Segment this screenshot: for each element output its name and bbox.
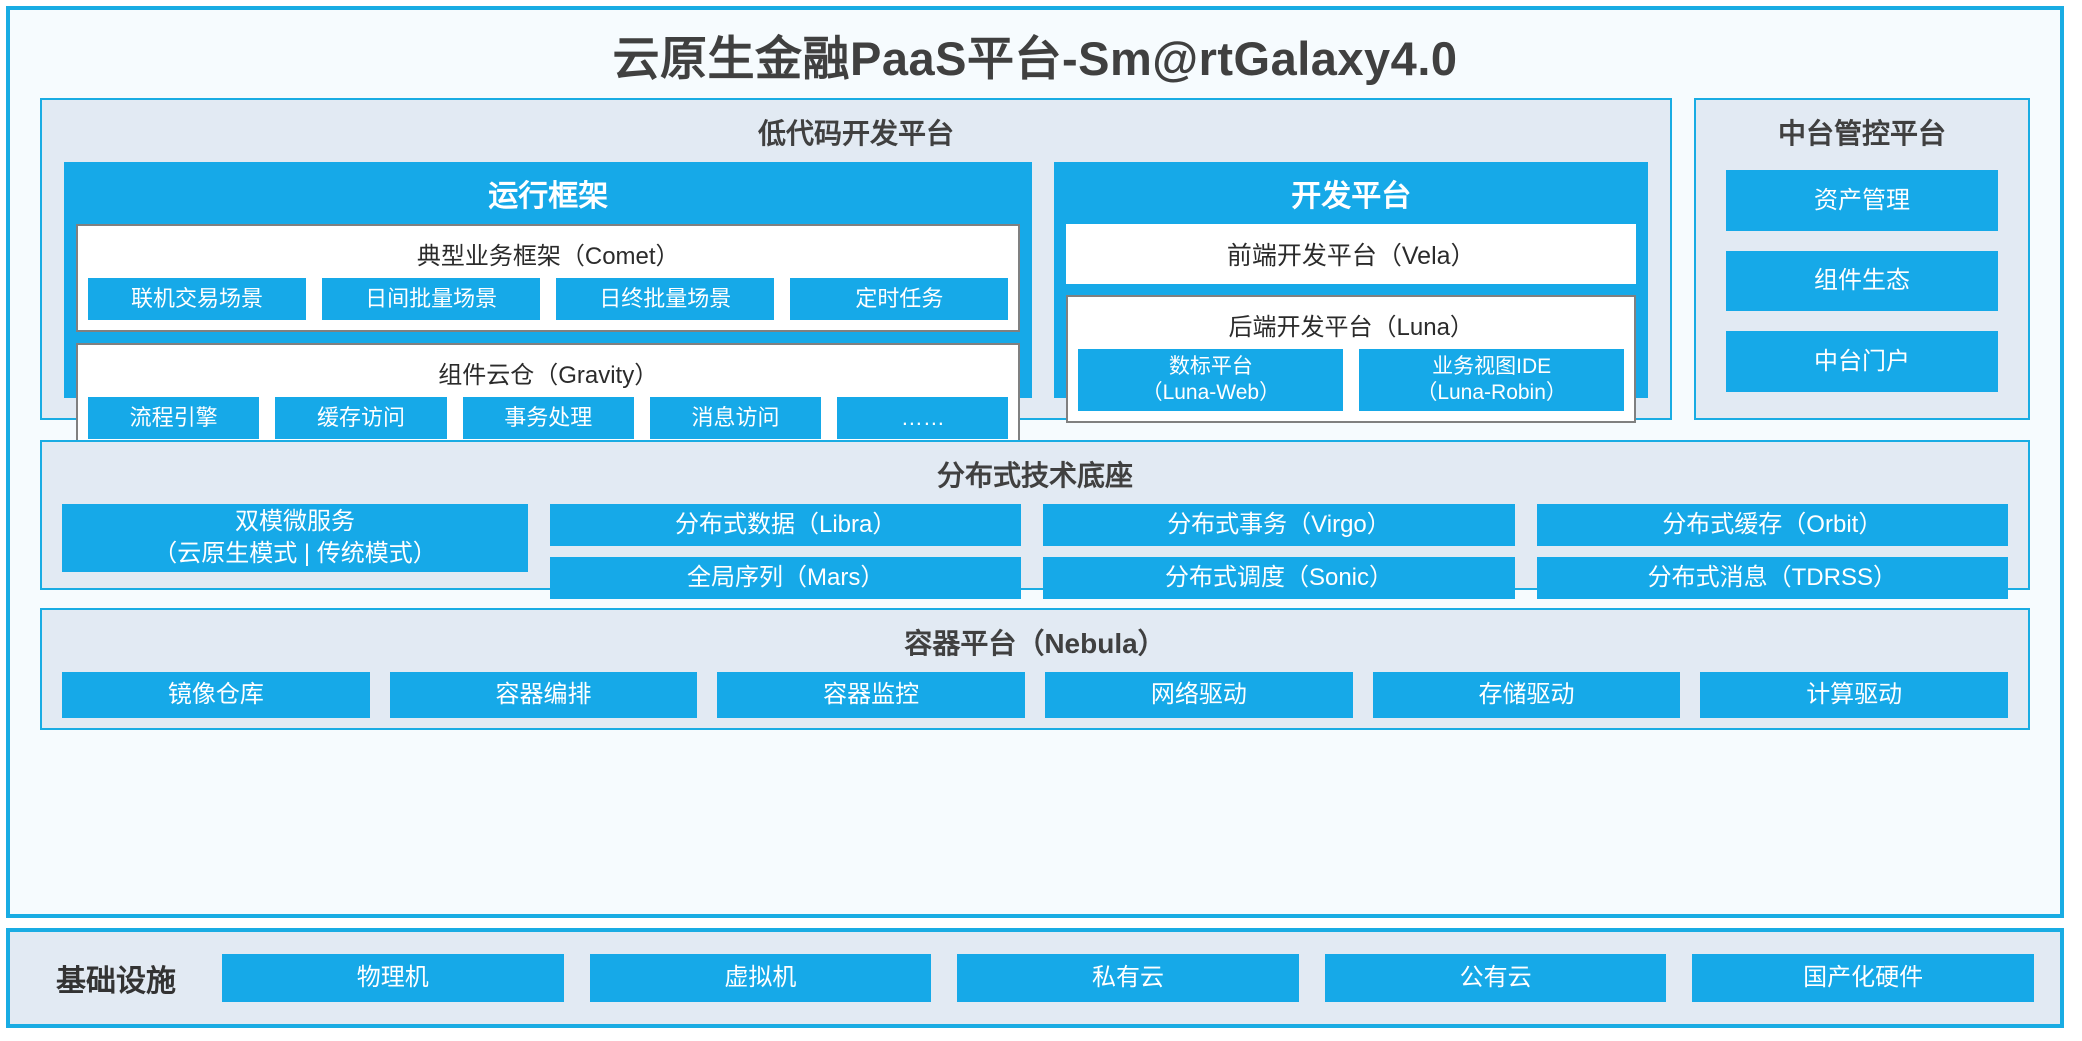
vela-box[interactable]: 前端开发平台（Vela） [1066,224,1636,284]
luna-robin-line1: 业务视图IDE [1432,355,1552,378]
container-chip-image-registry[interactable]: 镜像仓库 [62,672,370,718]
midoffice-item-component-ecosystem[interactable]: 组件生态 [1726,250,1998,312]
base-chip-tdrss[interactable]: 分布式消息（TDRSS） [1536,557,2008,599]
luna-web-chip[interactable]: 数标平台 （Luna-Web） [1078,349,1344,412]
distributed-base-title: 分布式技术底座 [936,460,1133,491]
comet-chip[interactable]: 联机交易场景 [88,278,307,320]
dual-mode-microservice-chip[interactable]: 双模微服务 （云原生模式 | 传统模式） [62,504,528,572]
gravity-chip-row: 流程引擎 缓存访问 事务处理 消息访问 …… [88,397,1009,439]
infra-chip-public-cloud[interactable]: 公有云 [1324,954,1667,1002]
base-chip-sonic[interactable]: 分布式调度（Sonic） [1043,557,1515,599]
infra-chip-virtual-machine[interactable]: 虚拟机 [589,954,932,1002]
container-chip-orchestration[interactable]: 容器编排 [389,672,698,718]
comet-group-title: 典型业务框架（Comet） [416,243,680,270]
lowcode-platform-panel: 低代码开发平台 运行框架 典型业务框架（Comet） 联机交易场景 日间批量场景 [40,98,1672,451]
comet-chip[interactable]: 日间批量场景 [322,278,541,320]
comet-chip-row: 联机交易场景 日间批量场景 日终批量场景 定时任务 [88,278,1009,320]
runtime-framework-body: 典型业务框架（Comet） 联机交易场景 日间批量场景 日终批量场景 定时任务 … [64,224,1032,451]
infra-chip-domestic-hardware[interactable]: 国产化硬件 [1692,954,2034,1002]
infra-chip-private-cloud[interactable]: 私有云 [957,954,1299,1002]
container-platform-body: 镜像仓库 容器编排 容器监控 网络驱动 存储驱动 计算驱动 [42,672,2028,728]
distributed-base-panel: 分布式技术底座 双模微服务 （云原生模式 | 传统模式） 分布式数据（Libra… [40,440,2030,599]
midoffice-platform-panel: 中台管控平台 资产管理 组件生态 中台门户 [1694,98,2030,420]
dual-mode-line1: 双模微服务 [235,507,355,535]
runtime-framework-card: 运行框架 典型业务框架（Comet） 联机交易场景 日间批量场景 日终批量场景 … [64,162,1033,451]
comet-group: 典型业务框架（Comet） 联机交易场景 日间批量场景 日终批量场景 定时任务 [76,224,1021,332]
luna-group: 后端开发平台（Luna） 数标平台 （Luna-Web） 业务视图IDE （Lu… [1066,295,1636,424]
container-chip-storage-driver[interactable]: 存储驱动 [1372,672,1681,718]
base-chip-virgo[interactable]: 分布式事务（Virgo） [1043,504,1515,546]
infrastructure-chip-row: 物理机 虚拟机 私有云 公有云 国产化硬件 [222,954,2034,1002]
infra-chip-physical-machine[interactable]: 物理机 [222,954,564,1002]
page-title: 云原生金融PaaS平台-Sm@rtGalaxy4.0 [612,31,1458,85]
midoffice-item-asset-management[interactable]: 资产管理 [1726,170,1998,231]
luna-robin-chip[interactable]: 业务视图IDE （Luna-Robin） [1359,349,1625,412]
gravity-chip[interactable]: 事务处理 [462,397,634,439]
infrastructure-bar: 基础设施 物理机 虚拟机 私有云 公有云 国产化硬件 [6,928,2064,1028]
luna-group-title: 后端开发平台（Luna） [1228,314,1474,341]
base-chip-mars[interactable]: 全局序列（Mars） [550,557,1022,599]
top-row: 低代码开发平台 运行框架 典型业务框架（Comet） 联机交易场景 日间批量场景 [10,98,2060,451]
base-chip-orbit[interactable]: 分布式缓存（Orbit） [1536,504,2008,546]
distributed-base-body: 双模微服务 （云原生模式 | 传统模式） 分布式数据（Libra） 全局序列（M… [42,504,2028,599]
infrastructure-label: 基础设施 [56,965,176,998]
base-chip-libra[interactable]: 分布式数据（Libra） [550,504,1022,546]
container-platform-title: 容器平台（Nebula） [904,628,1166,659]
gravity-group-title: 组件云仓（Gravity） [438,362,659,389]
gravity-chip-more[interactable]: …… [837,397,1009,439]
runtime-framework-title: 运行框架 [488,180,609,213]
base-column-2: 分布式事务（Virgo） 分布式调度（Sonic） [1043,504,1515,599]
base-column-1: 分布式数据（Libra） 全局序列（Mars） [550,504,1022,599]
vela-label: 前端开发平台（Vela） [1226,242,1476,270]
gravity-chip[interactable]: 缓存访问 [275,397,447,439]
dual-mode-line2: （云原生模式 | 传统模式） [153,540,437,567]
container-chip-network-driver[interactable]: 网络驱动 [1045,672,1353,718]
luna-web-line2: （Luna-Web） [1141,381,1281,405]
gravity-group: 组件云仓（Gravity） 流程引擎 缓存访问 事务处理 消息访问 …… [76,343,1021,451]
dev-platform-card: 开发平台 前端开发平台（Vela） 后端开发平台（Luna） 数标平台 [1054,162,1648,424]
luna-chip-row: 数标平台 （Luna-Web） 业务视图IDE （Luna-Robin） [1078,349,1625,412]
lowcode-platform-body: 运行框架 典型业务框架（Comet） 联机交易场景 日间批量场景 日终批量场景 … [42,162,1670,451]
base-column-3: 分布式缓存（Orbit） 分布式消息（TDRSS） [1536,504,2008,599]
container-platform-panel: 容器平台（Nebula） 镜像仓库 容器编排 容器监控 网络驱动 存储驱动 计算… [40,608,2030,730]
comet-chip[interactable]: 日终批量场景 [556,278,775,320]
container-chip-compute-driver[interactable]: 计算驱动 [1700,672,2009,718]
gravity-chip[interactable]: 流程引擎 [88,397,260,439]
dev-platform-title: 开发平台 [1291,180,1412,213]
midoffice-platform-title: 中台管控平台 [1777,118,1946,149]
dev-platform-body: 前端开发平台（Vela） 后端开发平台（Luna） 数标平台 （Luna-Web… [1054,224,1648,424]
luna-web-line1: 数标平台 [1168,355,1253,378]
container-chip-monitoring[interactable]: 容器监控 [717,672,1026,718]
comet-chip[interactable]: 定时任务 [790,278,1009,320]
luna-robin-line2: （Luna-Robin） [1416,381,1567,405]
main-frame: 云原生金融PaaS平台-Sm@rtGalaxy4.0 低代码开发平台 运行框架 … [6,6,2064,918]
dual-mode-column: 双模微服务 （云原生模式 | 传统模式） [62,504,528,572]
gravity-chip[interactable]: 消息访问 [649,397,822,439]
midoffice-platform-body: 资产管理 组件生态 中台门户 [1696,162,2028,418]
lowcode-platform-title: 低代码开发平台 [757,118,954,149]
midoffice-item-portal[interactable]: 中台门户 [1726,331,1998,393]
